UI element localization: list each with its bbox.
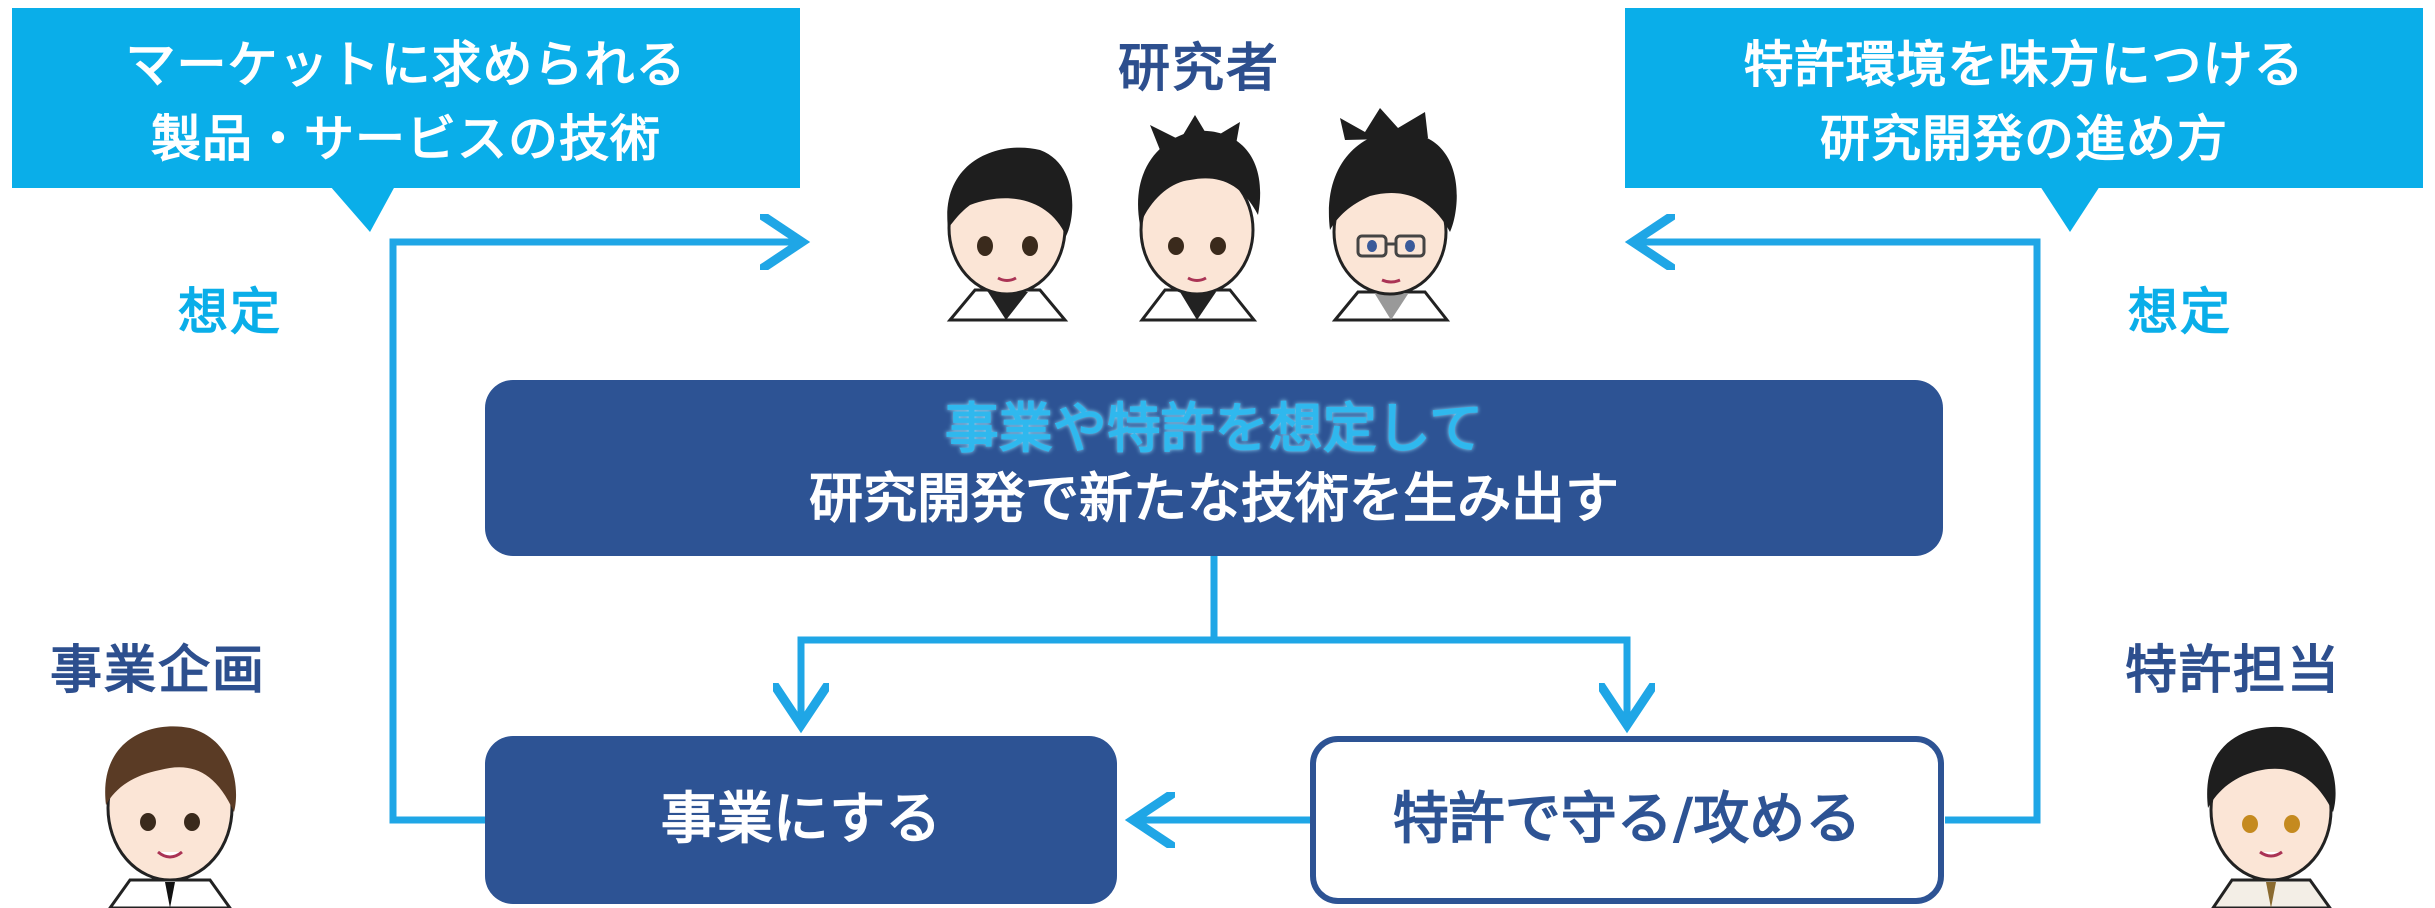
researcher-avatar-2 (1138, 115, 1261, 322)
center-box-line1: 事業や特許を想定して (944, 397, 1484, 460)
business-box-label: 事業にする (660, 787, 942, 852)
business-box: 事業にする (485, 736, 1117, 904)
label-patent-staff: 特許担当 (2125, 641, 2342, 701)
patent-box-label: 特許で守る/攻める (1392, 787, 1862, 852)
callout-right-line1: 特許環境を味方につける (1743, 36, 2305, 94)
arrow-business-to-researchers (389, 242, 795, 824)
label-assume-right: 想定 (2128, 283, 2232, 341)
center-box-line2: 研究開発で新たな技術を生み出す (809, 467, 1619, 530)
label-researchers: 研究者 (1118, 39, 1281, 99)
researcher-avatar-1 (946, 147, 1073, 322)
patent-box: 特許で守る/攻める (1310, 736, 1944, 904)
callout-left-line2: 製品・サービスの技術 (151, 110, 661, 168)
callout-market-tech: マーケットに求められる 製品・サービスの技術 (12, 8, 800, 188)
callout-patent-approach: 特許環境を味方につける 研究開発の進め方 (1625, 8, 2423, 188)
label-assume-left: 想定 (178, 283, 282, 341)
arrow-center-to-business (801, 636, 1214, 718)
center-rnd-box: 事業や特許を想定して 研究開発で新たな技術を生み出す (485, 380, 1943, 556)
researcher-avatar-3 (1328, 108, 1457, 322)
arrow-patent-to-researchers (1640, 242, 2041, 824)
arrow-center-to-patent (1214, 636, 1627, 718)
callout-left-line1: マーケットに求められる (125, 36, 687, 94)
label-business-planning: 事業企画 (50, 641, 267, 701)
callout-right-line2: 研究開発の進め方 (1820, 110, 2228, 168)
